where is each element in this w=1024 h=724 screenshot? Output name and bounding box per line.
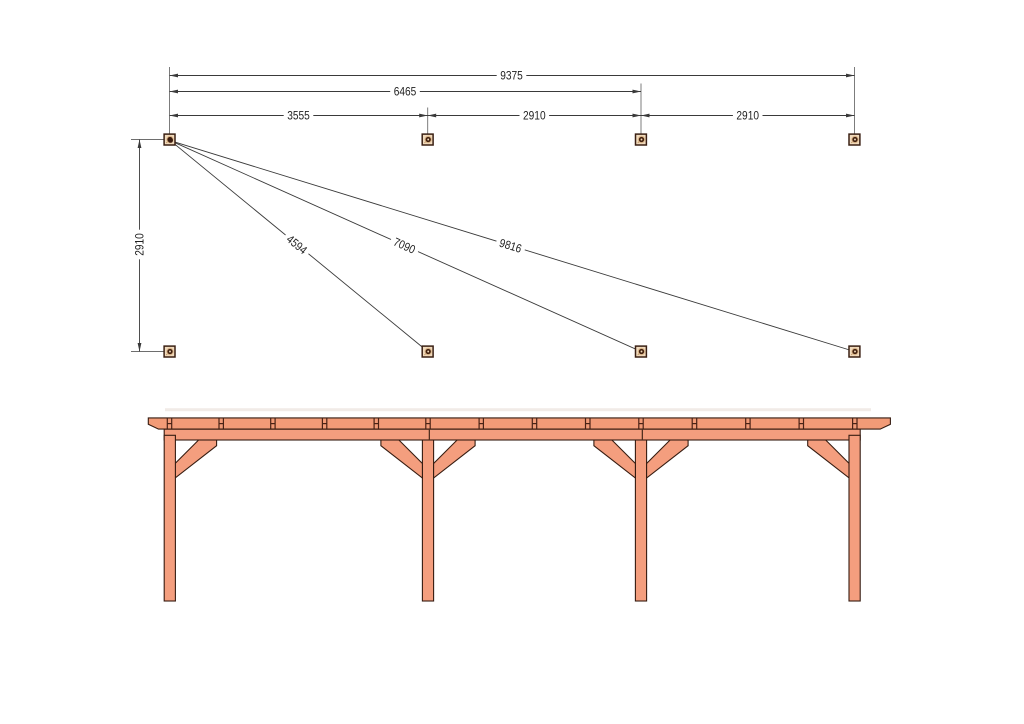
- svg-text:2910: 2910: [523, 109, 546, 123]
- svg-text:9375: 9375: [500, 69, 523, 83]
- svg-text:2910: 2910: [736, 109, 759, 123]
- svg-text:9816: 9816: [498, 236, 524, 256]
- svg-text:3555: 3555: [287, 109, 310, 123]
- svg-text:6465: 6465: [394, 85, 417, 99]
- svg-text:2910: 2910: [132, 233, 146, 256]
